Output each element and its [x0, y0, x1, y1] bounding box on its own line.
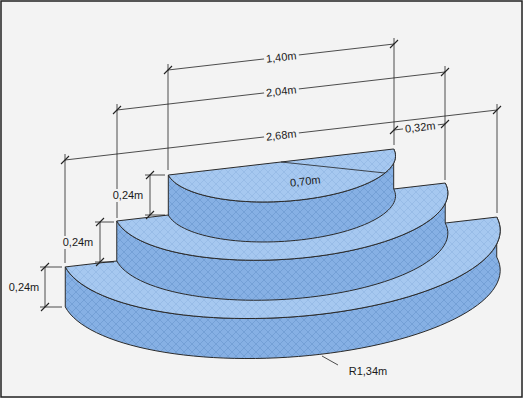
dimension-tick	[41, 303, 49, 311]
extension-line	[322, 356, 338, 365]
dimension-tick	[441, 68, 449, 76]
extension-line	[40, 307, 62, 308]
dimension-tick	[390, 40, 398, 48]
extension-line	[95, 222, 114, 223]
dimension-tick	[441, 120, 449, 128]
dimension-line	[150, 175, 151, 215]
dimension-lines	[40, 38, 501, 365]
extension-line	[145, 175, 165, 176]
extension-line	[40, 267, 62, 268]
dimension-tick	[96, 218, 104, 226]
tier-top	[168, 149, 395, 202]
dimension-label: R1,34m	[347, 365, 390, 378]
extension-line	[145, 215, 165, 216]
dimension-label: 0,24m	[7, 281, 42, 294]
extension-line	[497, 104, 498, 213]
step-tiers	[65, 149, 500, 359]
dimension-tick	[96, 258, 104, 266]
dimension-label: 0,24m	[61, 236, 96, 249]
dimension-line	[65, 110, 497, 160]
extension-line	[168, 64, 169, 170]
dimension-tick	[390, 126, 398, 134]
tier-side-hatch	[168, 149, 395, 242]
dimension-tick	[164, 66, 172, 74]
extension-line	[281, 162, 385, 173]
dimension-tick	[146, 211, 154, 219]
dimension-tick	[61, 156, 69, 164]
dimension-line	[45, 267, 46, 307]
dimension-line	[168, 44, 394, 70]
dimension-line	[117, 72, 445, 110]
dimension-tick	[41, 263, 49, 271]
dimension-label: 0,24m	[111, 189, 146, 202]
dimension-tick	[113, 106, 121, 114]
dimension-line	[100, 222, 101, 262]
tier-side	[168, 149, 395, 242]
dimension-tick	[146, 171, 154, 179]
dimension-tick	[493, 106, 501, 114]
extension-line	[95, 262, 114, 263]
tier-top-hatch	[168, 149, 395, 202]
